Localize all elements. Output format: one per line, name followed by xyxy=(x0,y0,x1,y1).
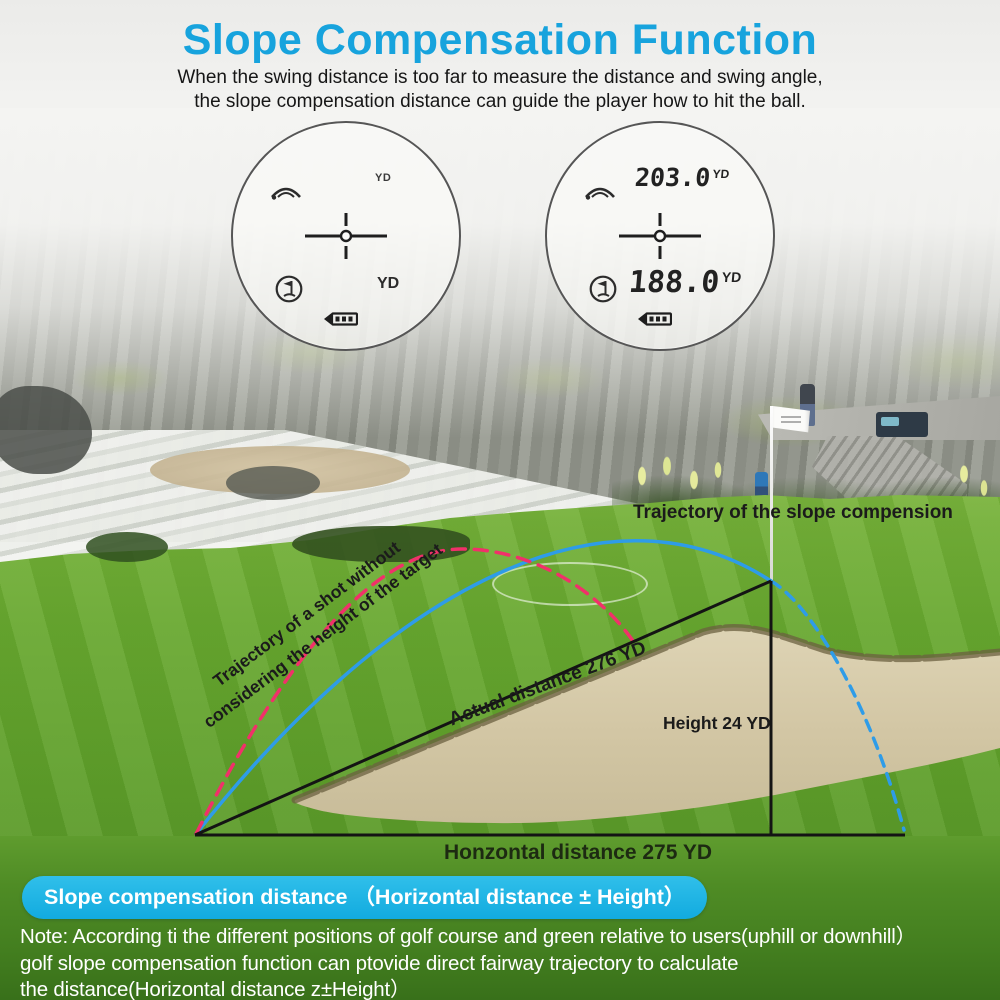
golf-flag xyxy=(773,406,810,433)
crosshair-reticle xyxy=(305,213,387,259)
subtitle-line-1: When the swing distance is too far to me… xyxy=(177,67,823,88)
footnote-line-1: Note: According ti the different positio… xyxy=(20,925,916,948)
slope-arc-icon xyxy=(585,187,615,200)
rocks xyxy=(226,466,320,500)
maintenance-cart xyxy=(876,412,928,437)
battery-icon xyxy=(638,312,672,326)
green-marking-ellipse xyxy=(492,562,648,606)
subtitle-line-2: the slope compensation distance can guid… xyxy=(194,90,806,112)
top-unit-label: YD xyxy=(375,172,392,184)
horizontal-distance-label: Honzontal distance 275 YD xyxy=(443,841,713,864)
flag-distance-unit: YD xyxy=(721,269,742,285)
rocks xyxy=(0,386,92,474)
slope-compensation-banner: Slope compensation distance （Horizontal … xyxy=(22,876,708,919)
battery-icon xyxy=(324,312,358,326)
flag-distance-value: 188.0 xyxy=(627,265,721,300)
slope-distance-readout: 203.0YD xyxy=(634,163,730,192)
person-on-stairs xyxy=(755,472,768,498)
flag-pin-icon xyxy=(275,275,303,303)
cliff-fog-fade xyxy=(0,108,1000,438)
flag-distance-readout: 188.0YD xyxy=(627,265,742,300)
flag-pole xyxy=(770,406,773,583)
slope-distance-value: 203.0 xyxy=(633,163,712,192)
slope-distance-unit: YD xyxy=(711,167,730,181)
bush xyxy=(86,532,168,562)
flag-pin-icon xyxy=(589,275,617,303)
footnote: Note: According ti the different positio… xyxy=(20,924,980,1000)
height-label: Height 24 YD xyxy=(663,713,771,733)
rangefinder-display-left: YD YD xyxy=(231,121,461,351)
page-title: Slope Compensation Function xyxy=(182,16,818,64)
slope-arc-icon xyxy=(271,187,301,200)
footnote-line-2: golf slope compensation function can pto… xyxy=(20,951,739,975)
footnote-line-3: the distance(Horizontal distance z±Heigh… xyxy=(20,978,411,1000)
slope-trajectory-label: Trajectory of the slope compension xyxy=(633,502,953,523)
crosshair-reticle xyxy=(619,213,701,259)
page-subtitle: When the swing distance is too far to me… xyxy=(0,66,1000,114)
bottom-unit-label: YD xyxy=(377,275,400,292)
rangefinder-display-right: 203.0YD 188.0YD xyxy=(545,121,775,351)
